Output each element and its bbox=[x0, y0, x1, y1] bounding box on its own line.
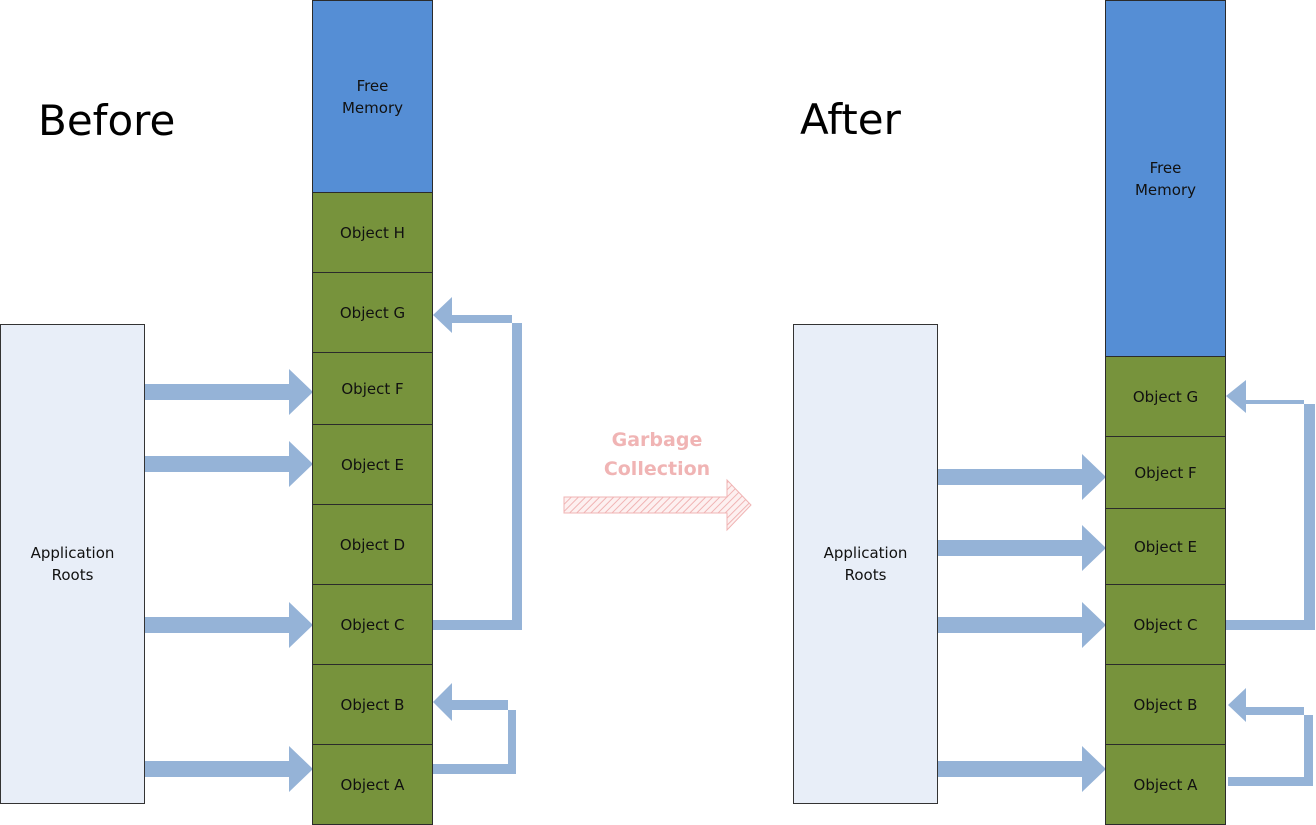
before-heading: Before bbox=[38, 96, 176, 145]
arrow-object-c-to-object-g-before bbox=[432, 297, 522, 630]
arrow-roots-to-object-e-after bbox=[938, 525, 1106, 571]
arrow-roots-to-object-e-before bbox=[145, 441, 313, 487]
object-f-before: Object F bbox=[312, 352, 433, 425]
garbage-collection-arrow bbox=[563, 478, 752, 532]
arrow-object-c-to-object-g-after bbox=[1226, 380, 1315, 630]
arrow-roots-to-object-a-after bbox=[938, 746, 1106, 792]
object-e-after: Object E bbox=[1105, 508, 1226, 585]
free-memory-label-line-2: Memory bbox=[1134, 180, 1196, 199]
free-memory-after: Free Memory bbox=[1105, 0, 1226, 357]
roots-label-line-2: Roots bbox=[844, 566, 887, 584]
object-c-before: Object C bbox=[312, 584, 433, 665]
roots-label-line-1: Application bbox=[30, 544, 115, 562]
free-memory-label-line-2: Memory bbox=[341, 98, 403, 117]
gc-label-line-1: Garbage bbox=[611, 429, 703, 451]
object-c-after: Object C bbox=[1105, 584, 1226, 665]
object-g-after: Object G bbox=[1105, 356, 1226, 437]
object-a-before: Object A bbox=[312, 744, 433, 825]
application-roots-after: Application Roots bbox=[793, 324, 938, 804]
object-b-before: Object B bbox=[312, 664, 433, 745]
arrow-roots-to-object-c-after bbox=[938, 602, 1106, 648]
arrow-roots-to-object-c-before bbox=[145, 602, 313, 648]
free-memory-label-line-1: Free bbox=[356, 76, 389, 95]
free-memory-before: Free Memory bbox=[312, 0, 433, 193]
object-a-after: Object A bbox=[1105, 744, 1226, 825]
object-h-before: Object H bbox=[312, 192, 433, 273]
roots-label-line-1: Application bbox=[823, 544, 908, 562]
gc-label-line-2: Collection bbox=[603, 458, 711, 480]
application-roots-before: Application Roots bbox=[0, 324, 145, 804]
arrow-object-a-to-object-b-before bbox=[432, 683, 516, 774]
roots-label-line-2: Roots bbox=[51, 566, 94, 584]
object-d-before: Object D bbox=[312, 504, 433, 585]
arrow-roots-to-object-a-before bbox=[145, 746, 313, 792]
object-f-after: Object F bbox=[1105, 436, 1226, 509]
after-heading: After bbox=[800, 95, 901, 144]
object-g-before: Object G bbox=[312, 272, 433, 353]
arrow-roots-to-object-f-after bbox=[938, 454, 1106, 500]
object-b-after: Object B bbox=[1105, 664, 1226, 745]
object-e-before: Object E bbox=[312, 424, 433, 505]
arrow-roots-to-object-f-before bbox=[145, 369, 313, 415]
arrow-object-a-to-object-b-after bbox=[1228, 688, 1313, 786]
garbage-collection-label: Garbage Collection bbox=[577, 426, 737, 484]
free-memory-label-line-1: Free bbox=[1149, 158, 1182, 177]
